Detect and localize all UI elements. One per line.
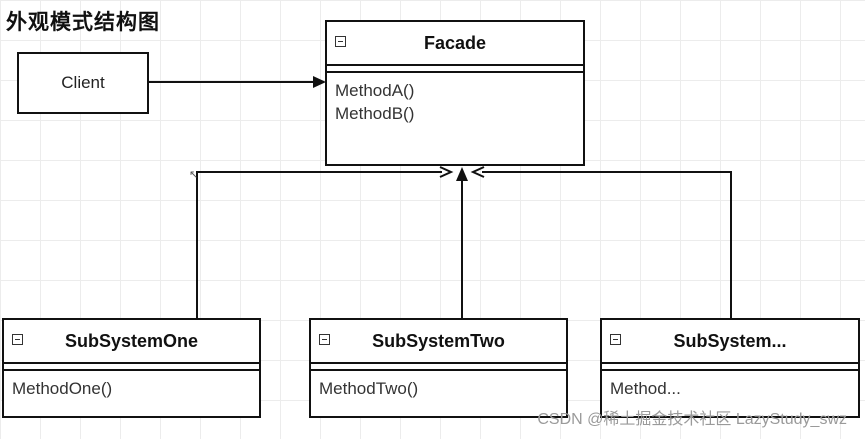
subsystem-two-to-facade-arrowhead (456, 167, 468, 181)
subsystem-class: SubSystem... Method... (600, 318, 860, 418)
subsystem-method: MethodOne() (12, 379, 113, 398)
collapse-icon[interactable] (335, 36, 346, 47)
collapse-icon[interactable] (610, 334, 621, 345)
subsystem-etc-to-facade-arrowhead (470, 166, 485, 178)
subsystem-method: MethodTwo() (319, 379, 419, 398)
subsystem-etc-to-facade-line (482, 171, 732, 318)
subsystem-one-to-facade-arrowhead (439, 166, 454, 178)
watermark: CSDN @稀土掘金技术社区 LazyStudy_swz (537, 411, 847, 428)
collapse-icon[interactable] (12, 334, 23, 345)
subsystem-class: SubSystemOne MethodOne() (2, 318, 261, 418)
subsystem-methods-compartment: MethodOne() (4, 371, 259, 406)
client-label: Client (61, 73, 105, 92)
facade-attributes-compartment (327, 66, 583, 73)
facade-method: MethodB() (335, 104, 415, 123)
subsystem-class-name: SubSystemTwo (372, 330, 505, 351)
subsystem-attributes-compartment (4, 364, 259, 371)
facade-class-header: Facade (327, 22, 583, 66)
facade-method: MethodA() (335, 81, 415, 100)
client-to-facade-arrowhead (313, 76, 326, 88)
facade-class: Facade MethodA() MethodB() (325, 20, 585, 166)
subsystem-class-name: SubSystemOne (64, 330, 199, 351)
client-node: Client (17, 52, 149, 114)
collapse-icon[interactable] (319, 334, 330, 345)
subsystem-methods-compartment: MethodTwo() (311, 371, 566, 406)
diagram-title: 外观模式结构图 (6, 9, 160, 34)
facade-methods-compartment: MethodA() MethodB() (327, 73, 583, 131)
subsystem-one-to-facade-line (196, 171, 442, 318)
subsystem-class-name: SubSystem... (673, 330, 787, 351)
subsystem-methods-compartment: Method... (602, 371, 858, 406)
subsystem-method: Method... (610, 379, 681, 398)
subsystem-class: SubSystemTwo MethodTwo() (309, 318, 568, 418)
subsystem-attributes-compartment (311, 364, 566, 371)
subsystem-class-header: SubSystemTwo (311, 320, 566, 364)
subsystem-class-header: SubSystem... (602, 320, 858, 364)
subsystem-class-header: SubSystemOne (4, 320, 259, 364)
mouse-cursor-icon: ↖ (189, 169, 199, 181)
subsystem-attributes-compartment (602, 364, 858, 371)
facade-class-name: Facade (423, 32, 487, 53)
